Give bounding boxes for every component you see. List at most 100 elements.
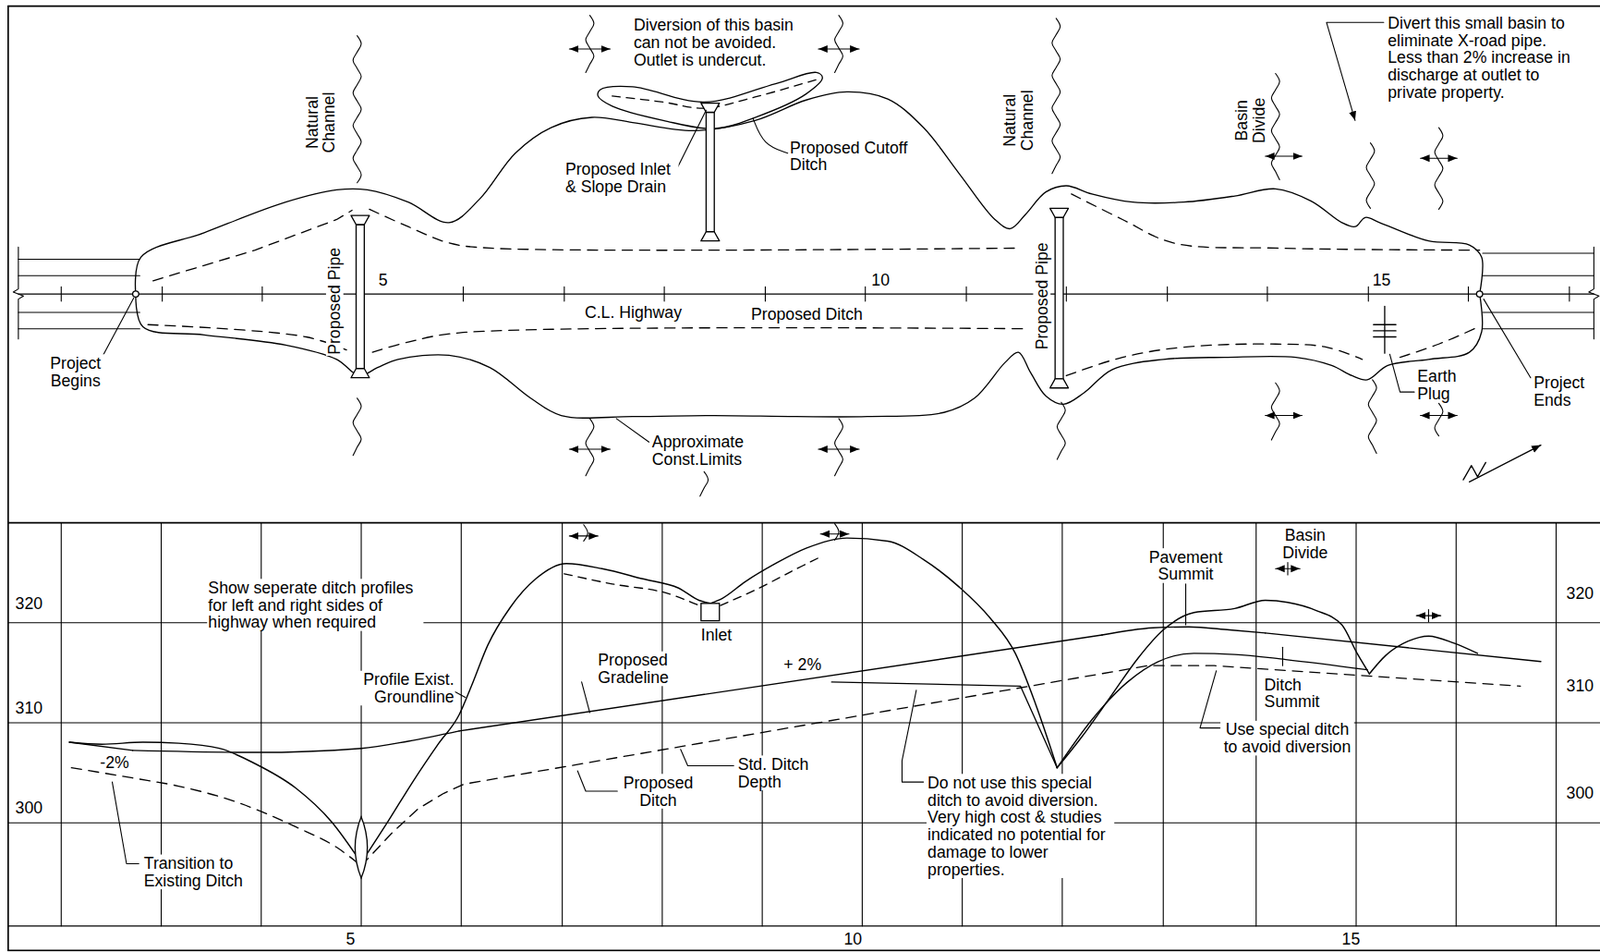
road-line (1482, 275, 1594, 277)
station-number: 15 (1340, 929, 1361, 947)
road-line (18, 258, 140, 260)
basin-line (583, 524, 588, 542)
pipe-end (351, 368, 370, 378)
pipe-label: Proposed Pipe (1032, 241, 1051, 351)
callout-label: Transition to Existing Ditch (143, 854, 252, 890)
callout-label: Inlet (700, 625, 734, 643)
grid-line (1163, 522, 1164, 926)
callout-label: C.L. Highway (583, 303, 683, 321)
station-number: 10 (842, 929, 863, 947)
ditch-line (1066, 343, 1362, 376)
earth-plug (1373, 329, 1396, 331)
earth-plug (1373, 324, 1396, 326)
callout-label: Std. Ditch Depth (737, 754, 819, 790)
ditch-line (1071, 193, 1480, 251)
divide-arrow (1420, 157, 1458, 159)
elevation-number: 320 (13, 594, 44, 613)
basin-line (835, 15, 844, 73)
callout-label: Profile Exist. Groundline (337, 670, 456, 706)
station-tick (261, 286, 263, 301)
divide-arrow (569, 534, 598, 536)
leader-line (112, 781, 140, 863)
ditch-line (71, 767, 362, 866)
pipe-barrel (356, 224, 365, 369)
ground-line (69, 741, 362, 862)
station-number: 15 (1371, 271, 1393, 290)
basin-line (1366, 143, 1375, 209)
station-tick (563, 286, 565, 301)
leader-line (101, 298, 134, 358)
station-tick (462, 286, 464, 301)
gradeline (459, 634, 1103, 731)
station-number: 10 (870, 271, 891, 290)
station-tick (161, 286, 163, 301)
divide-tick (1286, 562, 1288, 575)
station-tick (664, 286, 666, 301)
grade-label: -2% (98, 752, 131, 771)
elevation-number: 310 (13, 699, 44, 717)
callout-label: Ditch Summit (1262, 675, 1326, 711)
basin-line (1052, 18, 1061, 174)
ditch-line (147, 324, 352, 352)
callout-label: Proposed Gradeline (596, 651, 683, 687)
grade-label: + 2% (782, 654, 823, 673)
station-tick (1467, 286, 1469, 301)
elevation-number: 300 (13, 799, 44, 817)
road-line (18, 275, 140, 277)
divide-arrow (1265, 155, 1303, 157)
pipe-barrel (1054, 217, 1064, 379)
grid-line (861, 522, 863, 926)
basin-line (700, 471, 709, 497)
frame-line (8, 949, 1600, 952)
callout-label: Project Begins (42, 353, 109, 389)
frame-line (8, 521, 1600, 524)
elevation-number: 300 (1564, 783, 1595, 801)
note-text: Do not use this special ditch to avoid d… (926, 773, 1115, 878)
gradeline (69, 741, 133, 751)
leader-arrow (1326, 22, 1384, 121)
station-tick (60, 286, 62, 301)
north-symbol (1463, 461, 1486, 480)
frame-line (8, 924, 1600, 926)
station-tick (1166, 286, 1168, 301)
leader-line (616, 418, 649, 442)
frame-line (7, 6, 10, 951)
pipe-barrel (705, 112, 715, 232)
grid-line (8, 822, 1600, 824)
station-tick (1368, 286, 1370, 301)
leader-line (577, 770, 618, 791)
note-text: Diversion of this basin can not be avoid… (632, 16, 805, 69)
grid-line (460, 522, 462, 926)
elevation-number: 310 (1564, 676, 1595, 694)
pipe-end (1050, 207, 1069, 218)
basin-line (352, 398, 362, 456)
elevation-number: 320 (1564, 584, 1595, 603)
pipe-end (1050, 378, 1069, 388)
basin-line (1434, 127, 1443, 209)
callout-label: Proposed Ditch (750, 304, 864, 323)
ground-line (710, 537, 1058, 768)
channel-label: Natural Channel (303, 88, 339, 157)
earth-plug (1373, 336, 1396, 338)
north-arrow (1469, 445, 1541, 483)
inlet-box (701, 603, 720, 621)
basin-line (585, 15, 594, 73)
road-line (18, 311, 140, 313)
note-text: Show seperate ditch profiles for left an… (206, 578, 424, 631)
station-tick (1066, 286, 1067, 301)
callout-label: Proposed Inlet & Slope Drain (564, 159, 679, 195)
basin-line (835, 418, 844, 476)
pipe-end (351, 215, 370, 225)
gradeline (1102, 626, 1266, 635)
road-line (18, 327, 140, 329)
earth-plug (1383, 305, 1385, 353)
station-number: 5 (344, 929, 356, 947)
divide-arrow (818, 48, 860, 49)
pipe-end (701, 103, 720, 113)
basin-line (1368, 379, 1377, 454)
divide-arrow (1265, 414, 1303, 416)
divide-arrow (569, 48, 610, 49)
drawing-lines (8, 6, 1600, 951)
centerline (18, 292, 1595, 294)
